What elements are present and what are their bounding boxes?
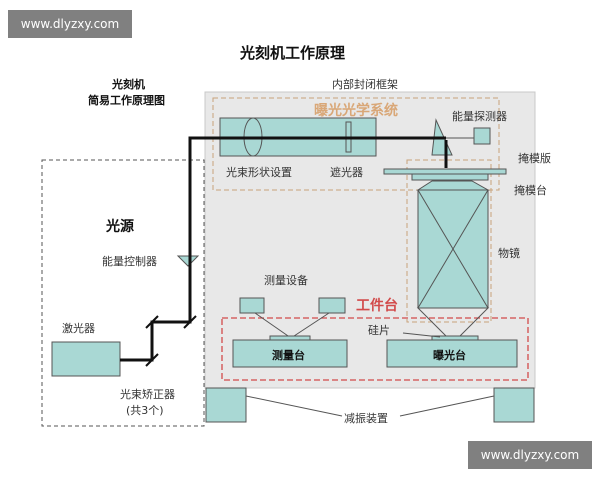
exposure-stage-box	[386, 339, 518, 368]
measure-device-right	[318, 297, 346, 314]
objective-cross-b	[417, 189, 489, 309]
label-mask: 掩模版	[518, 152, 551, 165]
measure-ray-right	[290, 312, 330, 339]
workpiece-stage-region	[221, 317, 529, 381]
label-beam-corrector-count: (共3个)	[126, 404, 164, 417]
mask-plate	[383, 168, 507, 175]
energy-controller-filter	[176, 255, 200, 267]
energy-detector-box	[473, 127, 491, 145]
measure-stage-box	[232, 339, 348, 368]
wafer-right	[431, 335, 479, 341]
label-energy-controller: 能量控制器	[102, 255, 157, 268]
subtitle-line1: 光刻机	[112, 78, 145, 91]
wafer-leader	[402, 332, 441, 338]
label-workpiece-stage: 工件台	[356, 298, 398, 314]
label-wafer: 硅片	[368, 324, 390, 337]
label-measure-device: 测量设备	[264, 274, 308, 287]
label-beam-corrector: 光束矫正器	[120, 388, 175, 401]
damper-left	[205, 387, 247, 423]
label-exposure-stage: 曝光台	[433, 349, 466, 362]
corrector-mirror-1	[145, 353, 159, 367]
watermark-bottom: www.dlyzxy.com	[468, 441, 592, 469]
label-shutter: 遮光器	[330, 166, 363, 179]
label-laser: 激光器	[62, 322, 95, 335]
watermark-top: www.dlyzxy.com	[8, 10, 132, 38]
corrector-mirror-3	[183, 315, 197, 329]
measure-ray-left	[254, 312, 292, 339]
label-measure-stage: 测量台	[272, 349, 305, 362]
wafer-left	[269, 335, 311, 341]
subtitle-line2: 简易工作原理图	[88, 94, 165, 107]
diagram-title: 光刻机工作原理	[240, 44, 346, 62]
label-light-source: 光源	[106, 219, 134, 235]
damper-right	[493, 387, 535, 423]
mask-stage-plate	[411, 173, 489, 181]
exposure-optics-region	[212, 97, 500, 191]
objective-region	[406, 159, 492, 323]
corrector-mirror-2	[145, 315, 159, 329]
label-exposure-optics: 曝光光学系统	[314, 103, 398, 119]
label-energy-detector: 能量探测器	[452, 110, 507, 123]
label-mask-stage: 掩模台	[514, 184, 547, 197]
label-damping: 减振装置	[344, 412, 388, 425]
damper-leader-right	[399, 395, 495, 417]
label-objective: 物镜	[498, 247, 520, 260]
damper-leader-left	[245, 395, 343, 417]
light-source-region	[41, 159, 205, 427]
laser-beam-path	[120, 136, 446, 362]
measure-device-left	[239, 297, 265, 314]
label-inner-frame: 内部封闭框架	[332, 78, 398, 91]
label-beam-shaper: 光束形状设置	[226, 166, 292, 179]
laser-box	[51, 341, 121, 377]
